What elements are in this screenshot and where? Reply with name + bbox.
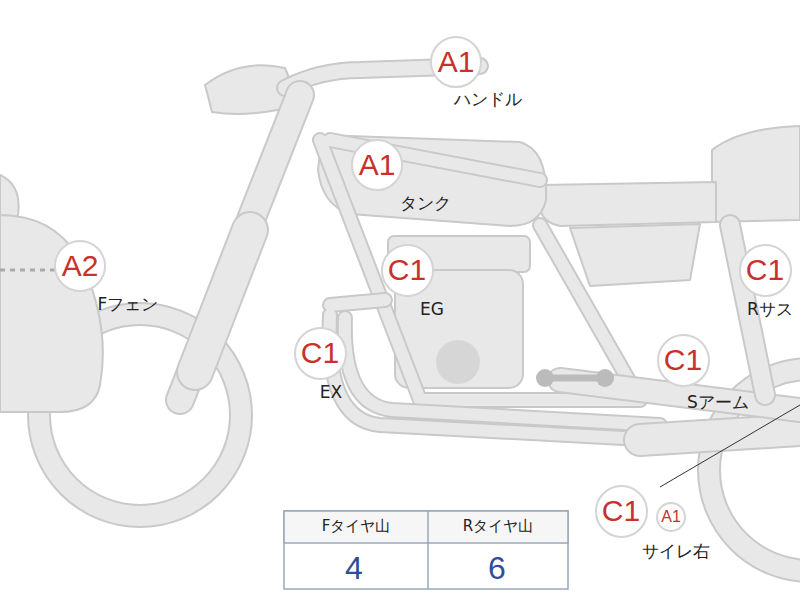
part-name: ハンドル: [454, 90, 522, 110]
callout-code: C1: [301, 338, 339, 368]
part-name: サイレ右: [642, 542, 710, 562]
part-name: EX: [320, 383, 342, 403]
leader-line: [660, 405, 800, 487]
callout-code: A1: [359, 150, 396, 180]
table-header: Fタイヤ山: [322, 518, 391, 535]
callout-circle: C1: [657, 334, 710, 387]
callout-code: C1: [664, 345, 702, 375]
side-cover: [570, 224, 700, 286]
part-name: タンク: [400, 194, 451, 214]
tread-table: [284, 511, 568, 589]
callout-code: A2: [62, 251, 99, 281]
callout-code: A1: [661, 509, 681, 525]
part-name: Sアーム: [687, 393, 749, 413]
table-value: 6: [488, 550, 506, 587]
callout-circle: A2: [54, 240, 106, 292]
callout-circle: C1: [381, 244, 434, 297]
callout-circle: C1: [595, 485, 648, 538]
callout-circle: A1: [351, 139, 403, 191]
tail-cowl: [712, 126, 800, 222]
part-name: Rサス: [747, 300, 793, 320]
callout-circle: A1: [656, 502, 686, 532]
callout-circle: C1: [739, 244, 792, 297]
part-name: EG: [420, 300, 444, 320]
part-name: Fフェン: [98, 295, 159, 315]
callout-code: C1: [388, 255, 426, 285]
callout-circle: A1: [430, 36, 482, 88]
table-value: 4: [345, 550, 363, 587]
seat: [540, 182, 716, 226]
callout-circle: C1: [294, 327, 347, 380]
callout-code: A1: [438, 47, 475, 77]
callout-code: C1: [602, 496, 640, 526]
leader-line: [0, 269, 55, 272]
table-header: Rタイヤ山: [463, 518, 533, 535]
callout-code: C1: [746, 255, 784, 285]
